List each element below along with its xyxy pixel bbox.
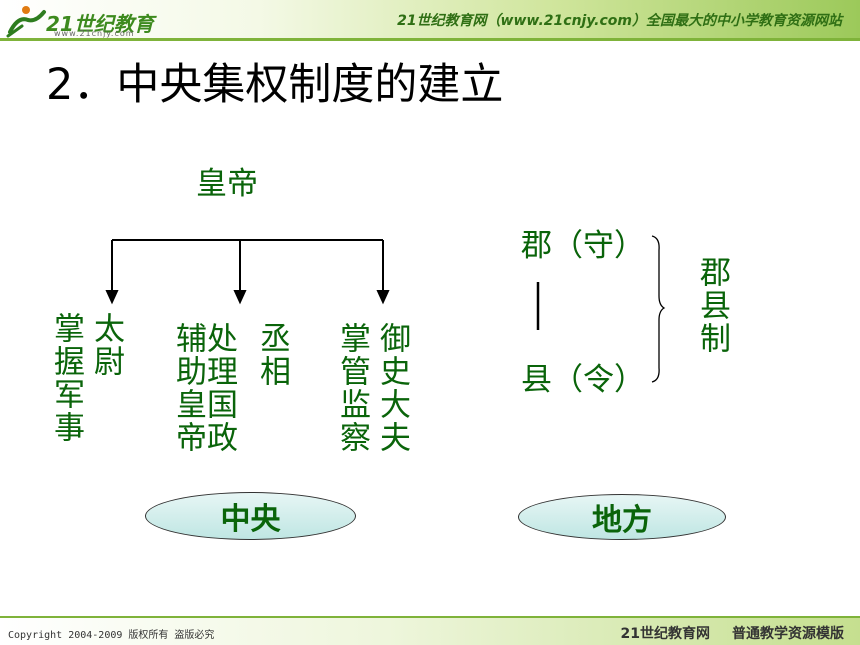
footer-site: 21世纪教育网 (620, 626, 710, 642)
footer-template: 普通教学资源模版 (732, 626, 844, 642)
slide-title: 2．中央集权制度的建立 (46, 60, 504, 110)
yushidafu-title: 御史大夫 (374, 322, 410, 454)
banner-divider (0, 38, 860, 41)
footer-bar (0, 618, 860, 645)
runner-logo-icon (6, 6, 46, 38)
copyright-text: Copyright 2004-2009 版权所有 盗版必究 (8, 630, 215, 641)
emperor-node: 皇帝 (196, 166, 258, 202)
logo-text: 21世纪教育 (46, 12, 154, 36)
local-label: 地方 (592, 503, 652, 538)
top-banner (0, 0, 860, 38)
footer-branding: 21世纪教育网 普通教学资源模版 (599, 623, 844, 643)
banner-slogan: 21世纪教育网（www.21cnjy.com）全国最大的中小学教育资源网站 (397, 13, 842, 29)
arrow-yushi (376, 290, 390, 305)
junxian-system-label: 郡县制 (694, 256, 730, 355)
taiwei-title: 太尉 (88, 312, 124, 378)
footer-divider (0, 616, 860, 618)
arrow-taiwei (105, 290, 119, 305)
xian-node: 县（令） (521, 362, 645, 398)
local-oval: 地方 (518, 494, 726, 540)
central-oval: 中央 (145, 492, 356, 540)
yushidafu-duty: 掌管监察 (334, 322, 370, 454)
chengxiang-title: 丞相 (254, 322, 290, 388)
arrow-chengxiang (233, 290, 247, 305)
site-logo: 21世纪教育 www.21cnjy.com (4, 2, 154, 38)
central-label: 中央 (220, 502, 281, 537)
logo-url: www.21cnjy.com (54, 29, 135, 38)
chengxiang-duty: 处理国政辅助皇帝 (170, 322, 237, 454)
taiwei-duty: 掌握军事 (48, 312, 84, 444)
jun-node: 郡（守） (521, 228, 645, 264)
local-brace (651, 235, 666, 383)
